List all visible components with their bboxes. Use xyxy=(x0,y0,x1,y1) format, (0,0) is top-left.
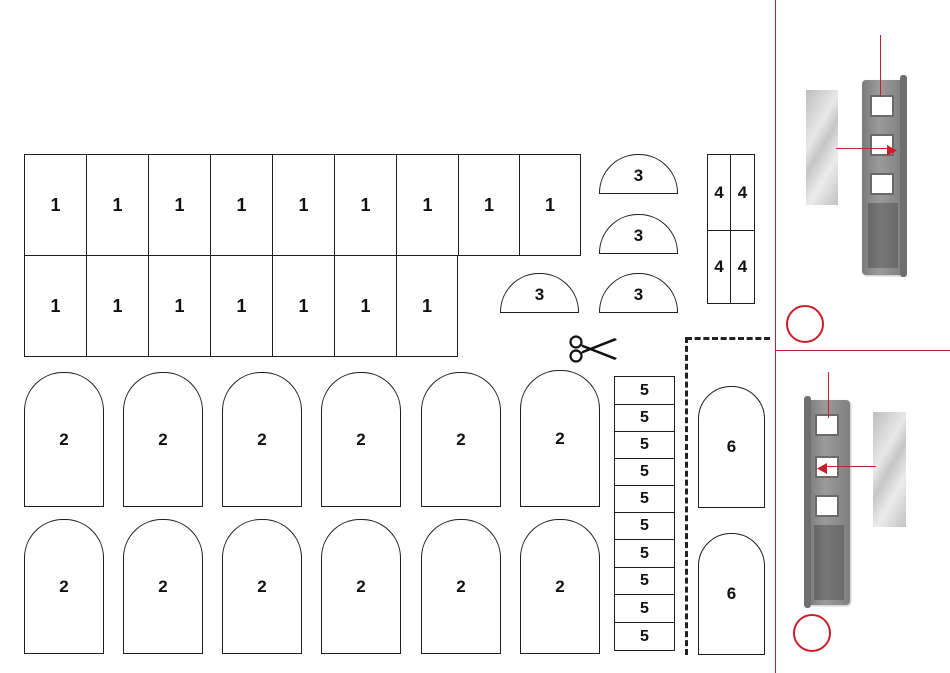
piece-2: 2 xyxy=(123,372,203,507)
piece-1: 1 xyxy=(148,255,211,357)
piece-2: 2 xyxy=(520,519,600,654)
piece-2: 2 xyxy=(421,372,501,507)
piece-1: 1 xyxy=(272,255,335,357)
frame-lower-panel xyxy=(814,525,844,600)
piece-5: 5 xyxy=(614,539,675,568)
frame-window xyxy=(870,173,894,195)
piece-4: 4 xyxy=(707,230,731,304)
piece-5: 5 xyxy=(614,594,675,623)
cut-line-vertical xyxy=(685,337,688,655)
piece-6: 6 xyxy=(698,386,765,508)
arrow-left-icon xyxy=(817,461,827,472)
piece-2: 2 xyxy=(421,519,501,654)
piece-4: 4 xyxy=(730,154,755,231)
glass-pane-illustration xyxy=(873,412,906,527)
arrow-line xyxy=(826,466,876,467)
frame-edge xyxy=(804,396,811,608)
circle-marker-icon xyxy=(786,305,824,343)
piece-2: 2 xyxy=(123,519,203,654)
frame-lower-panel xyxy=(868,203,898,268)
piece-1: 1 xyxy=(396,154,459,256)
piece-3: 3 xyxy=(500,273,579,313)
frame-window xyxy=(815,495,839,517)
arrow-right-icon xyxy=(887,143,897,154)
pointer-line xyxy=(880,35,881,97)
piece-2: 2 xyxy=(321,372,401,507)
piece-1: 1 xyxy=(210,154,273,256)
piece-1: 1 xyxy=(148,154,211,256)
piece-6: 6 xyxy=(698,533,765,655)
piece-3: 3 xyxy=(599,273,678,313)
piece-5: 5 xyxy=(614,458,675,486)
piece-1: 1 xyxy=(86,255,149,357)
piece-1: 1 xyxy=(210,255,273,357)
piece-5: 5 xyxy=(614,376,675,405)
piece-3: 3 xyxy=(599,214,678,254)
piece-2: 2 xyxy=(222,519,302,654)
piece-5: 5 xyxy=(614,512,675,540)
frame-window xyxy=(870,95,894,117)
piece-1: 1 xyxy=(458,154,520,256)
divider-vertical xyxy=(775,0,776,673)
piece-1: 1 xyxy=(334,154,397,256)
frame-window xyxy=(815,414,839,436)
piece-1: 1 xyxy=(24,255,87,357)
arrow-line xyxy=(836,148,891,149)
divider-horizontal xyxy=(775,350,950,351)
piece-1: 1 xyxy=(519,154,581,256)
piece-5: 5 xyxy=(614,431,675,459)
piece-2: 2 xyxy=(321,519,401,654)
piece-5: 5 xyxy=(614,622,675,651)
piece-5: 5 xyxy=(614,567,675,595)
piece-2: 2 xyxy=(24,372,104,507)
piece-4: 4 xyxy=(707,154,731,231)
circle-marker-icon xyxy=(793,614,831,652)
piece-1: 1 xyxy=(272,154,335,256)
piece-5: 5 xyxy=(614,485,675,513)
piece-1: 1 xyxy=(24,154,87,256)
piece-2: 2 xyxy=(24,519,104,654)
piece-1: 1 xyxy=(86,154,149,256)
scissors-icon xyxy=(567,334,619,364)
glass-pane-illustration xyxy=(806,90,838,205)
frame-edge xyxy=(900,75,907,277)
piece-4: 4 xyxy=(730,230,755,304)
piece-2: 2 xyxy=(520,370,600,507)
piece-3: 3 xyxy=(599,154,678,194)
piece-1: 1 xyxy=(334,255,397,357)
piece-2: 2 xyxy=(222,372,302,507)
piece-1: 1 xyxy=(396,255,458,357)
piece-5: 5 xyxy=(614,404,675,432)
pointer-line xyxy=(828,372,829,418)
cut-line-horizontal xyxy=(686,337,770,340)
